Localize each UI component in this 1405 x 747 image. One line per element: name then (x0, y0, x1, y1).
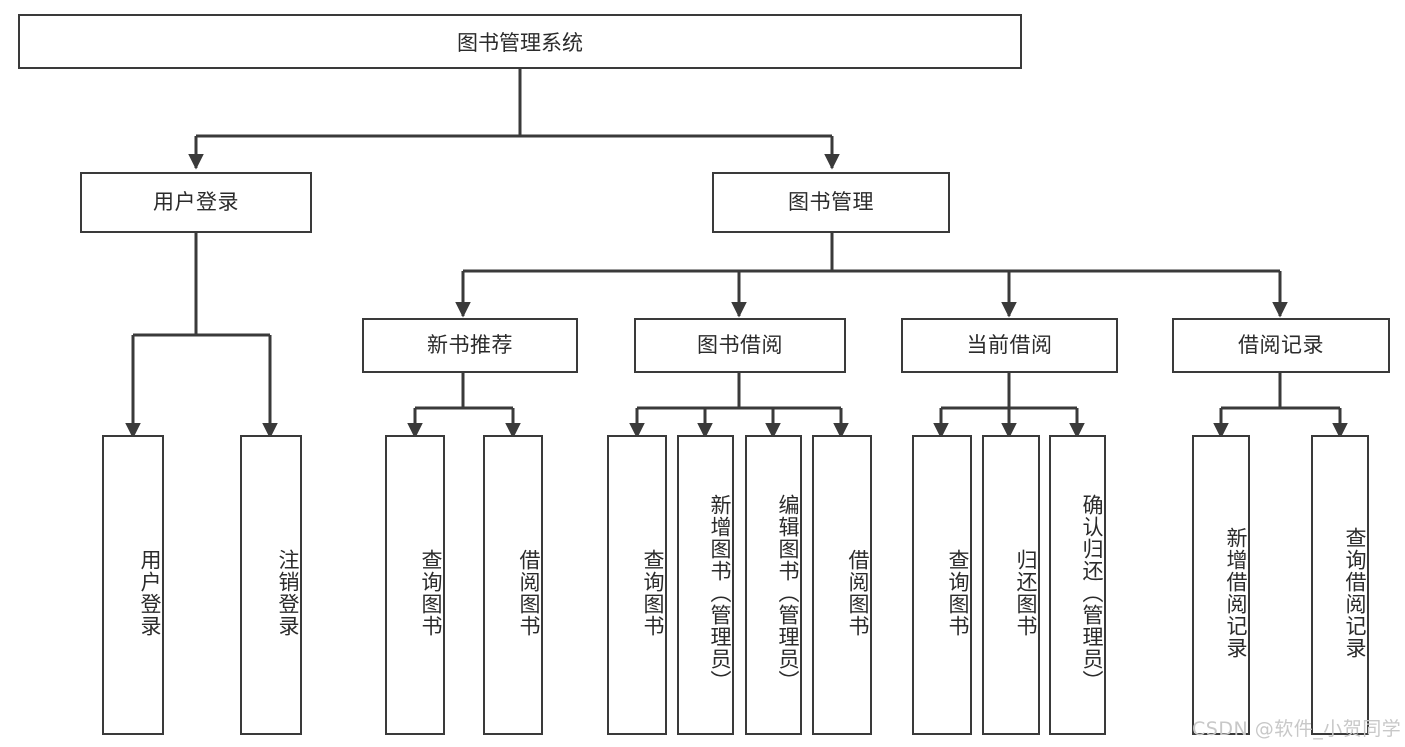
node-book-borrow[interactable]: 图书借阅 (634, 318, 846, 373)
leaf-add-book-admin[interactable]: 新增图书（管理员） (677, 435, 734, 735)
node-label: 图书管理系统 (457, 30, 583, 55)
node-current-borrow[interactable]: 当前借阅 (901, 318, 1118, 373)
node-label: 当前借阅 (966, 332, 1053, 357)
leaf-user-logout[interactable]: 注销登录 (240, 435, 302, 735)
node-label: 借阅图书 (846, 549, 870, 637)
node-label: 查询借阅记录 (1343, 527, 1367, 659)
leaf-add-borrow-record[interactable]: 新增借阅记录 (1192, 435, 1250, 735)
node-label: 图书借阅 (697, 332, 783, 357)
node-label: 新书推荐 (427, 332, 513, 357)
node-label: 借阅记录 (1238, 332, 1324, 357)
node-label: 用户登录 (138, 549, 162, 637)
node-label: 归还图书 (1014, 549, 1038, 637)
node-label: 借阅图书 (517, 549, 541, 637)
node-root-system[interactable]: 图书管理系统 (18, 14, 1022, 69)
node-label: 新增借阅记录 (1224, 527, 1248, 659)
node-label: 注销登录 (276, 549, 300, 637)
node-label: 确认归还（管理员） (1080, 494, 1104, 692)
node-borrow-record[interactable]: 借阅记录 (1172, 318, 1390, 373)
csdn-watermark: CSDN @软件_小贺同学 (1192, 718, 1402, 740)
node-label: 编辑图书（管理员） (776, 494, 800, 692)
leaf-user-login[interactable]: 用户登录 (102, 435, 164, 735)
leaf-edit-book-admin[interactable]: 编辑图书（管理员） (745, 435, 802, 735)
node-label: 查询图书 (419, 549, 443, 637)
node-label: 用户登录 (153, 189, 239, 214)
node-label: 图书管理 (788, 189, 874, 214)
leaf-return-book[interactable]: 归还图书 (982, 435, 1040, 735)
leaf-confirm-return-admin[interactable]: 确认归还（管理员） (1049, 435, 1106, 735)
leaf-borrow-book-recommend[interactable]: 借阅图书 (483, 435, 543, 735)
node-label: 查询图书 (641, 549, 665, 637)
leaf-borrow-book[interactable]: 借阅图书 (812, 435, 872, 735)
node-user-login[interactable]: 用户登录 (80, 172, 312, 233)
node-new-book-recommend[interactable]: 新书推荐 (362, 318, 578, 373)
node-label: 查询图书 (946, 549, 970, 637)
leaf-query-book-current[interactable]: 查询图书 (912, 435, 972, 735)
leaf-query-borrow-record[interactable]: 查询借阅记录 (1311, 435, 1369, 735)
node-label: 新增图书（管理员） (708, 494, 732, 692)
leaf-query-book-recommend[interactable]: 查询图书 (385, 435, 445, 735)
node-book-management[interactable]: 图书管理 (712, 172, 950, 233)
leaf-query-book-borrow[interactable]: 查询图书 (607, 435, 667, 735)
